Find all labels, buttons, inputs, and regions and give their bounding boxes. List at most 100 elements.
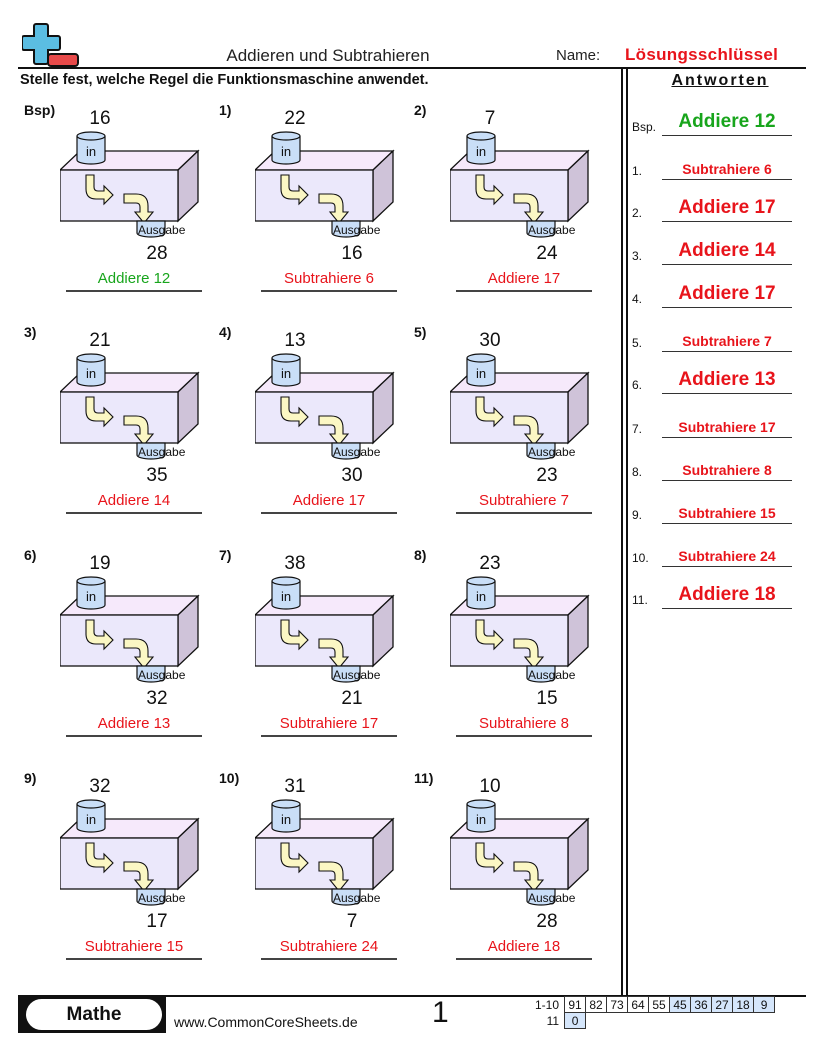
problem-number: 8) xyxy=(414,547,427,563)
function-machine: in Ausgabe xyxy=(255,353,395,460)
input-value: 21 xyxy=(89,330,111,351)
website-link[interactable]: www.CommonCoreSheets.de xyxy=(174,1014,358,1030)
answer-row: 1.Subtrahiere 6 xyxy=(632,150,792,180)
flow-arrow-icon xyxy=(85,842,114,874)
rule-answer[interactable]: Subtrahiere 15 xyxy=(84,938,184,955)
flow-arrow-icon xyxy=(513,861,545,892)
answer-value[interactable]: Addiere 14 xyxy=(678,240,776,261)
svg-text:Ausgabe: Ausgabe xyxy=(138,445,186,459)
answer-value[interactable]: Addiere 13 xyxy=(678,369,776,390)
svg-text:in: in xyxy=(86,812,96,827)
function-machine: in Ausgabe xyxy=(60,576,200,683)
function-machine: in Ausgabe xyxy=(450,576,590,683)
input-cylinder: in xyxy=(76,799,106,833)
answer-value[interactable]: Subtrahiere 15 xyxy=(678,505,776,521)
output-value: 32 xyxy=(146,688,168,709)
answer-line xyxy=(261,735,397,737)
answer-line xyxy=(662,392,792,394)
input-cylinder: in xyxy=(271,353,301,387)
answer-line xyxy=(662,134,792,136)
output-value: 24 xyxy=(536,243,558,264)
answer-value[interactable]: Subtrahiere 6 xyxy=(682,161,772,177)
score-row: 11 0 xyxy=(532,1012,775,1029)
flow-arrow-icon xyxy=(123,415,155,446)
answer-number: 11. xyxy=(632,593,648,607)
output-value: 30 xyxy=(341,465,363,486)
problem-number: 4) xyxy=(219,324,232,340)
instructions: Stelle fest, welche Regel die Funktionsm… xyxy=(20,72,429,88)
input-value: 31 xyxy=(284,776,306,797)
input-cylinder: in xyxy=(271,576,301,610)
svg-text:in: in xyxy=(86,144,96,159)
input-value: 23 xyxy=(479,553,501,574)
rule-answer[interactable]: Subtrahiere 17 xyxy=(279,715,379,732)
problem-number: Bsp) xyxy=(24,102,56,118)
rule-answer[interactable]: Addiere 14 xyxy=(97,492,171,509)
rule-answer[interactable]: Addiere 17 xyxy=(292,492,366,509)
answer-value[interactable]: Addiere 18 xyxy=(678,584,776,605)
answer-value[interactable]: Addiere 12 xyxy=(678,111,776,132)
rule-answer[interactable]: Subtrahiere 7 xyxy=(478,492,570,509)
rule-answer[interactable]: Subtrahiere 8 xyxy=(478,715,570,732)
output-cylinder: Ausgabe xyxy=(526,888,576,906)
answer-line xyxy=(662,306,792,308)
flow-arrow-icon xyxy=(280,174,309,206)
rule-answer[interactable]: Addiere 12 xyxy=(97,270,171,287)
output-cylinder: Ausgabe xyxy=(136,888,186,906)
rule-answer[interactable]: Addiere 17 xyxy=(487,270,561,287)
svg-text:Ausgabe: Ausgabe xyxy=(528,445,576,459)
output-cylinder: Ausgabe xyxy=(136,220,186,238)
answer-value[interactable]: Addiere 17 xyxy=(678,283,776,304)
input-value: 7 xyxy=(484,108,496,129)
output-value: 28 xyxy=(146,243,168,264)
answer-value[interactable]: Subtrahiere 17 xyxy=(678,419,776,435)
name-label: Name: xyxy=(556,47,601,64)
function-machine: in Ausgabe xyxy=(255,131,395,238)
output-value: 21 xyxy=(341,688,363,709)
answers-title: Antworten xyxy=(671,72,769,89)
answer-line xyxy=(456,735,592,737)
svg-text:Ausgabe: Ausgabe xyxy=(333,223,381,237)
rule-answer[interactable]: Subtrahiere 24 xyxy=(279,938,379,955)
input-cylinder: in xyxy=(271,131,301,165)
input-cylinder: in xyxy=(466,353,496,387)
flow-arrow-icon xyxy=(318,638,350,669)
answer-number: 10. xyxy=(632,551,649,565)
score-cell: 0 xyxy=(564,1012,587,1029)
input-cylinder: in xyxy=(466,799,496,833)
svg-text:Ausgabe: Ausgabe xyxy=(528,223,576,237)
rule-answer[interactable]: Addiere 18 xyxy=(487,938,561,955)
answer-row: 6.Addiere 13 xyxy=(632,364,792,394)
score-cell: 82 xyxy=(585,996,608,1013)
answer-line xyxy=(456,290,592,292)
svg-text:Ausgabe: Ausgabe xyxy=(138,223,186,237)
rule-answer[interactable]: Addiere 13 xyxy=(97,715,171,732)
answer-value[interactable]: Subtrahiere 7 xyxy=(682,333,772,349)
answer-value[interactable]: Subtrahiere 24 xyxy=(678,548,776,564)
flow-arrow-icon xyxy=(318,861,350,892)
answer-value[interactable]: Subtrahiere 8 xyxy=(682,462,772,478)
function-machine: in Ausgabe xyxy=(450,131,590,238)
answer-line xyxy=(662,479,792,481)
answer-number: 3. xyxy=(632,249,643,263)
input-value: 32 xyxy=(89,776,111,797)
answer-row: 3. Addiere 14 xyxy=(632,235,792,265)
svg-text:in: in xyxy=(86,366,96,381)
input-cylinder: in xyxy=(76,353,106,387)
answer-number: 7. xyxy=(632,422,643,436)
flow-arrow-icon xyxy=(475,619,504,651)
function-machine: in Ausgabe xyxy=(450,353,590,460)
input-value: 30 xyxy=(479,330,501,351)
answer-value[interactable]: Addiere 17 xyxy=(678,197,776,218)
score-row-label: 11 xyxy=(546,1013,560,1028)
rule-answer[interactable]: Subtrahiere 6 xyxy=(283,270,375,287)
output-cylinder: Ausgabe xyxy=(331,665,381,683)
flow-arrow-icon xyxy=(513,415,545,446)
output-cylinder: Ausgabe xyxy=(136,665,186,683)
